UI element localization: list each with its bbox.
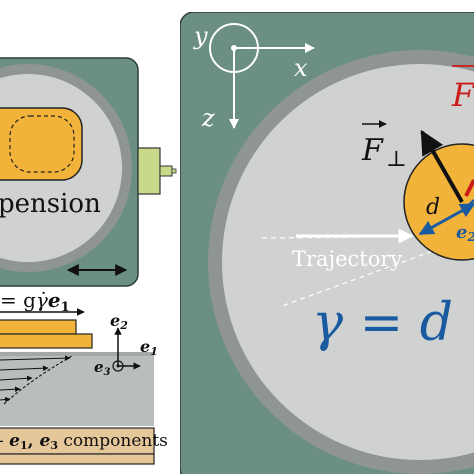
e3-axis-circle: [112, 360, 124, 372]
components-e3: e: [39, 431, 50, 451]
gamma-equation: γ = d: [312, 293, 453, 353]
fluid-layer: [0, 352, 154, 426]
force-red-label: F: [451, 76, 474, 114]
velocity-vector-sub: 1: [61, 300, 70, 315]
top-plate: [0, 319, 77, 335]
suspension-label: pension: [0, 189, 101, 219]
shear-panel: = gγ̇e1 - e1, e3 components: [0, 288, 168, 465]
e1-label: e1: [140, 337, 158, 358]
connector-pin: [159, 165, 173, 177]
gamma-dot: γ̇: [36, 288, 48, 312]
e-axes-triad: e2 e1 e3: [94, 311, 158, 378]
components-label: - e1, e3 components: [0, 431, 168, 452]
right-chamber: [222, 64, 474, 460]
components-e3-sub: 3: [50, 439, 58, 452]
velocity-label: = gγ̇e1: [0, 288, 70, 315]
components-prefix: -: [0, 431, 9, 451]
components-e1: e: [9, 431, 20, 451]
force-red-arrow: [464, 179, 474, 197]
e2-blue-arrow: [461, 199, 474, 213]
force-perp-label: F⊥: [361, 133, 407, 172]
distance-label: d: [426, 195, 440, 220]
coordinate-axes: y x z: [193, 22, 315, 132]
radius-dashed-2: [281, 235, 474, 307]
right-zoom-panel: Trajectory d e2 F⊥ F γ = d y x z: [180, 12, 474, 474]
velocity-vector: e: [48, 288, 61, 312]
middle-plate: [0, 333, 93, 349]
e2-blue-label: e2: [456, 222, 474, 244]
components-e1-sub: 1: [20, 439, 28, 452]
connector-tip: [171, 168, 177, 174]
shear-profile: [0, 355, 73, 405]
velocity-prefix: = g: [0, 288, 36, 312]
fluid-layer-top: [0, 352, 154, 356]
left-particle: [0, 107, 83, 181]
left-device-panel: pension: [0, 57, 177, 287]
y-axis-label: y: [193, 22, 208, 50]
x-axis-label: x: [294, 54, 308, 82]
z-axis-label: z: [201, 104, 215, 132]
base-plate-bottom: [0, 453, 155, 465]
e3-axis-dot: [116, 364, 120, 368]
left-particle-dashed-outline: [9, 115, 75, 173]
components-suffix: components: [58, 431, 168, 451]
connector-block: [137, 147, 161, 195]
e3-label: e3: [94, 358, 111, 378]
trajectory-label: Trajectory: [292, 247, 402, 271]
force-perp-arrow: [420, 129, 464, 203]
e2-label: e2: [110, 311, 128, 332]
